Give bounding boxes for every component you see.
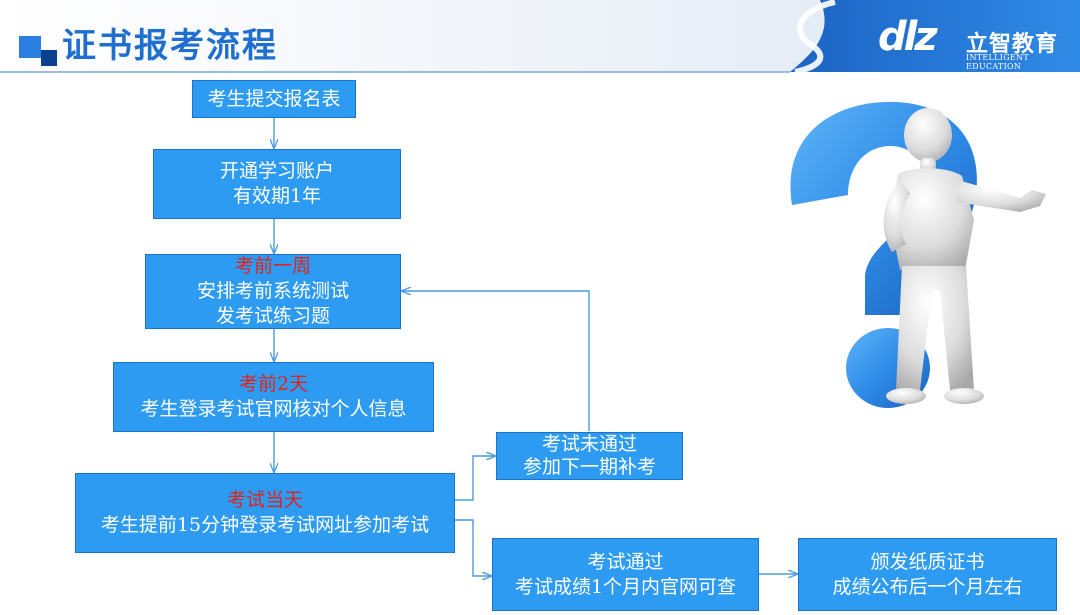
step4-tag: 考前2天 <box>238 373 309 395</box>
step5-tag: 考试当天 <box>226 489 303 511</box>
cert-line2: 成绩公布后一个月左右 <box>832 575 1023 598</box>
step-exam-day: 考试当天 考生提前15分钟登录考试网址参加考试 <box>75 473 455 553</box>
arrow-fail-loop <box>402 291 590 431</box>
header-background <box>0 0 1080 75</box>
question-figure-illustration <box>790 101 1046 408</box>
step1-text: 考生提交报名表 <box>207 87 341 110</box>
step4-line1: 考生登录考试官网核对个人信息 <box>140 398 407 420</box>
step-week-before: 考前一周 安排考前系统测试 发考试练习题 <box>145 254 401 329</box>
title-square-small-icon <box>41 50 57 66</box>
step3-line1: 安排考前系统测试 <box>196 280 349 302</box>
step3-line2: 发考试练习题 <box>215 305 330 327</box>
fail-line2: 参加下一期补考 <box>522 456 656 478</box>
outcome-fail: 考试未通过 参加下一期补考 <box>496 432 683 480</box>
step5-line1: 考生提前15分钟登录考试网址参加考试 <box>100 514 430 536</box>
step-open-account: 开通学习账户 有效期1年 <box>153 149 401 219</box>
step-submit-application: 考生提交报名表 <box>192 80 356 118</box>
brand-logo-mark: dlz <box>878 14 938 60</box>
cert-line1: 颁发纸质证书 <box>870 550 985 573</box>
pass-line2: 考试成绩1个月内官网可查 <box>514 575 737 598</box>
pass-line1: 考试通过 <box>587 550 664 573</box>
fail-line1: 考试未通过 <box>541 433 637 455</box>
arrow-to-fail <box>455 456 495 501</box>
person-figure-icon <box>883 108 1046 404</box>
step3-tag: 考前一周 <box>234 255 311 277</box>
page-title: 证书报考流程 <box>62 26 278 66</box>
header: 证书报考流程 dlz 立智教育 INTELLIGENT EDUCATION <box>0 0 1080 76</box>
outcome-certificate: 颁发纸质证书 成绩公布后一个月左右 <box>798 538 1057 611</box>
arrow-to-pass <box>455 519 491 576</box>
step2-line1: 开通学习账户 <box>219 160 334 182</box>
step2-line2: 有效期1年 <box>232 185 322 207</box>
outcome-pass: 考试通过 考试成绩1个月内官网可查 <box>492 538 759 611</box>
brand-name: 立智教育 <box>966 32 1059 57</box>
brand-subtitle: INTELLIGENT EDUCATION <box>966 53 1029 71</box>
step-two-days-before: 考前2天 考生登录考试官网核对个人信息 <box>113 362 434 432</box>
title-square-icon <box>19 36 41 58</box>
